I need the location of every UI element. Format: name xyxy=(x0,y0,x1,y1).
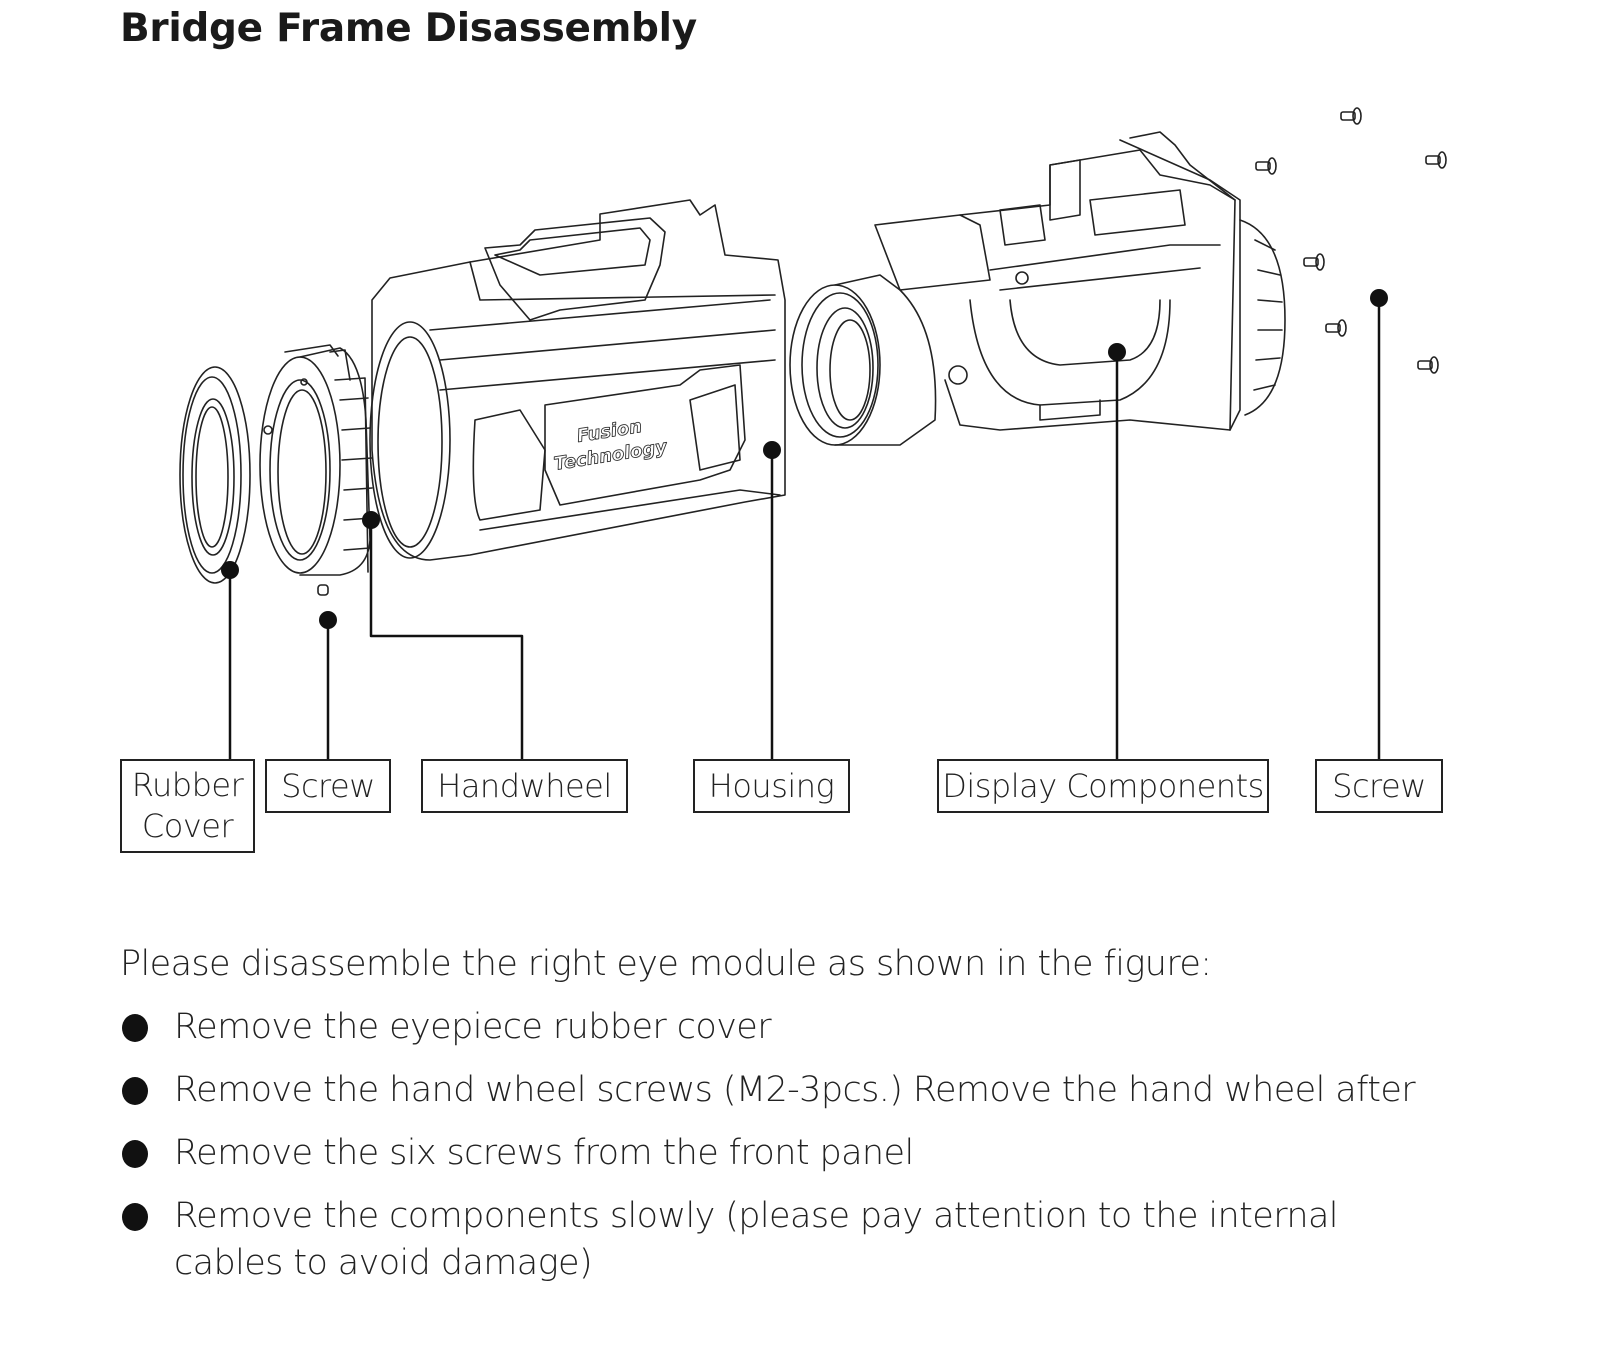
label-rubber-cover-line2: Cover xyxy=(141,807,234,845)
bullet-icon xyxy=(122,1140,148,1168)
instruction-step: Remove the components slowly (please pay… xyxy=(120,1193,1450,1287)
label-rubber-cover-line1: Rubber xyxy=(131,766,244,804)
rubber-cover-part xyxy=(179,366,251,584)
callout-dot-housing xyxy=(763,441,781,459)
instruction-step-text: Remove the hand wheel screws (M2-3pcs.) … xyxy=(174,1070,1416,1110)
instruction-step-text: Remove the eyepiece rubber cover xyxy=(174,1007,772,1047)
instruction-step-text: Remove the six screws from the front pan… xyxy=(174,1133,914,1173)
label-screw-right: Screw xyxy=(1315,759,1443,813)
instruction-step: Remove the eyepiece rubber cover xyxy=(120,1004,1450,1051)
instructions-intro: Please disassemble the right eye module … xyxy=(120,944,1212,984)
callout-dot-handwheel xyxy=(362,511,380,529)
handwheel-part xyxy=(259,344,373,596)
bullet-icon xyxy=(122,1077,148,1105)
exploded-view-drawing: Fusion Technology xyxy=(179,107,1447,762)
front-panel-screws xyxy=(1255,107,1447,374)
exploded-view-figure: Fusion Technology xyxy=(0,60,1603,880)
label-screw-left: Screw xyxy=(265,759,391,813)
housing-engraving: Fusion Technology xyxy=(552,416,670,476)
instruction-step-text: Remove the components slowly (please pay… xyxy=(174,1196,1339,1283)
label-display-components: Display Components xyxy=(937,759,1269,813)
leader-handwheel xyxy=(369,518,524,762)
bullet-icon xyxy=(122,1203,148,1231)
handwheel-screw-part xyxy=(317,584,329,596)
label-rubber-cover: Rubber Cover xyxy=(120,759,255,853)
housing-part xyxy=(369,199,786,561)
label-housing: Housing xyxy=(693,759,850,813)
display-components-part xyxy=(789,131,1286,446)
instruction-steps: Remove the eyepiece rubber cover Remove … xyxy=(120,1004,1450,1303)
callout-dots xyxy=(221,289,1388,629)
engraving-line-2: Technology xyxy=(552,436,669,475)
page-title: Bridge Frame Disassembly xyxy=(120,6,697,51)
callout-dot-screw-left xyxy=(319,611,337,629)
callout-dot-rubber-cover xyxy=(221,561,239,579)
bullet-icon xyxy=(122,1014,148,1042)
callout-dot-screw-right xyxy=(1370,289,1388,307)
instruction-step: Remove the hand wheel screws (M2-3pcs.) … xyxy=(120,1067,1450,1114)
callout-dot-display-components xyxy=(1108,343,1126,361)
callout-leaders xyxy=(228,296,1381,762)
instruction-step: Remove the six screws from the front pan… xyxy=(120,1130,1450,1177)
label-handwheel: Handwheel xyxy=(421,759,628,813)
